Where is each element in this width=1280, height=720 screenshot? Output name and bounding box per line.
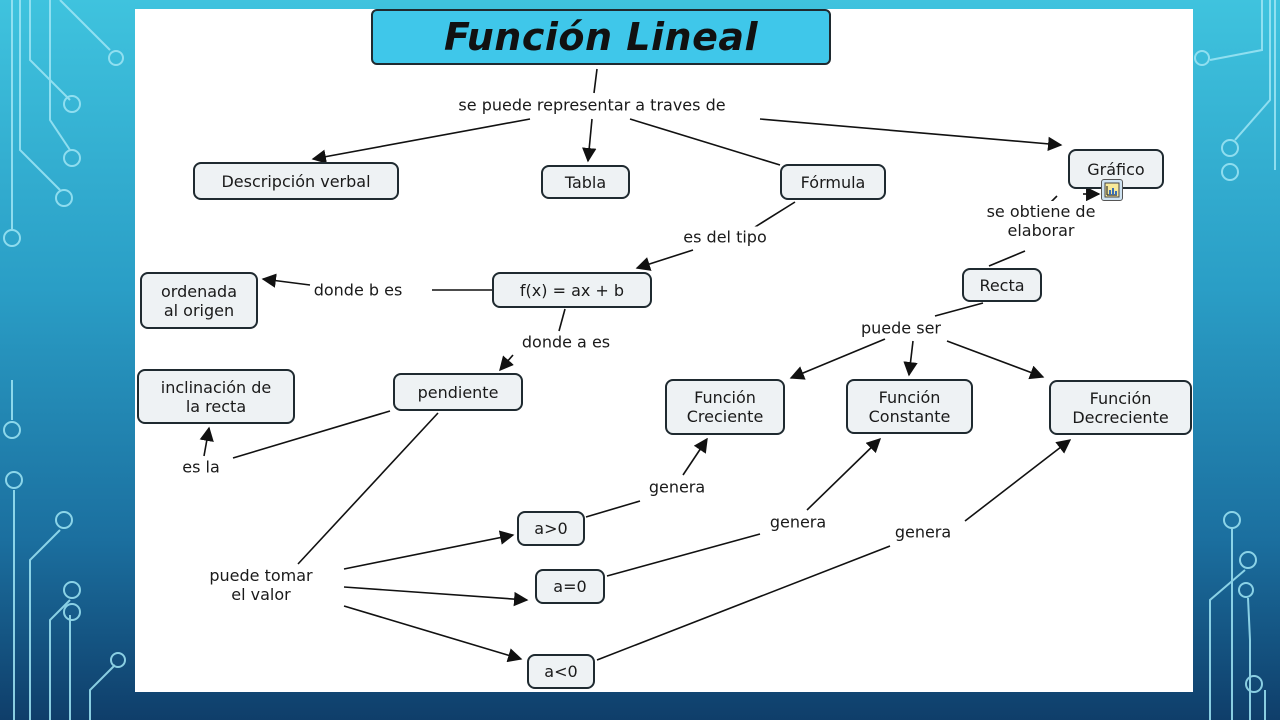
concept-map: Función Lineal Descripción verbal Tabla … [135,9,1193,692]
node-a-menor-cero[interactable]: a<0 [527,654,595,689]
page-title: Función Lineal [371,9,831,65]
link-label-puede-ser: puede ser [858,317,944,339]
link-label-donde-a-es: donde a es [518,331,614,353]
node-ordenada-al-origen[interactable]: ordenada al origen [140,272,258,329]
node-pendiente[interactable]: pendiente [393,373,523,411]
node-funcion-constante[interactable]: Función Constante [846,379,973,434]
connector-lines [199,68,1101,663]
node-inclinacion[interactable]: inclinación de la recta [137,369,295,424]
link-label-es-del-tipo: es del tipo [680,226,770,248]
node-tabla[interactable]: Tabla [541,165,630,199]
node-funcion-formula[interactable]: f(x) = ax + b [492,272,652,308]
link-label-genera-constante: genera [766,511,830,533]
link-label-genera-decreciente: genera [891,521,955,543]
link-label-se-obtiene: se obtiene de elaborar [965,201,1117,241]
node-descripcion-verbal[interactable]: Descripción verbal [193,162,399,200]
link-label-genera-creciente: genera [645,476,709,498]
node-recta[interactable]: Recta [962,268,1042,302]
link-label-se-puede-representar: se puede representar a traves de [455,94,729,116]
chart-document-icon[interactable] [1101,179,1123,201]
link-label-es-la: es la [179,456,223,478]
link-label-puede-tomar: puede tomar el valor [206,565,316,605]
link-label-donde-b-es: donde b es [310,279,406,301]
node-funcion-creciente[interactable]: Función Creciente [665,379,785,435]
node-a-mayor-cero[interactable]: a>0 [517,511,585,546]
node-formula[interactable]: Fórmula [780,164,886,200]
node-a-igual-cero[interactable]: a=0 [535,569,605,604]
node-funcion-decreciente[interactable]: Función Decreciente [1049,380,1192,435]
